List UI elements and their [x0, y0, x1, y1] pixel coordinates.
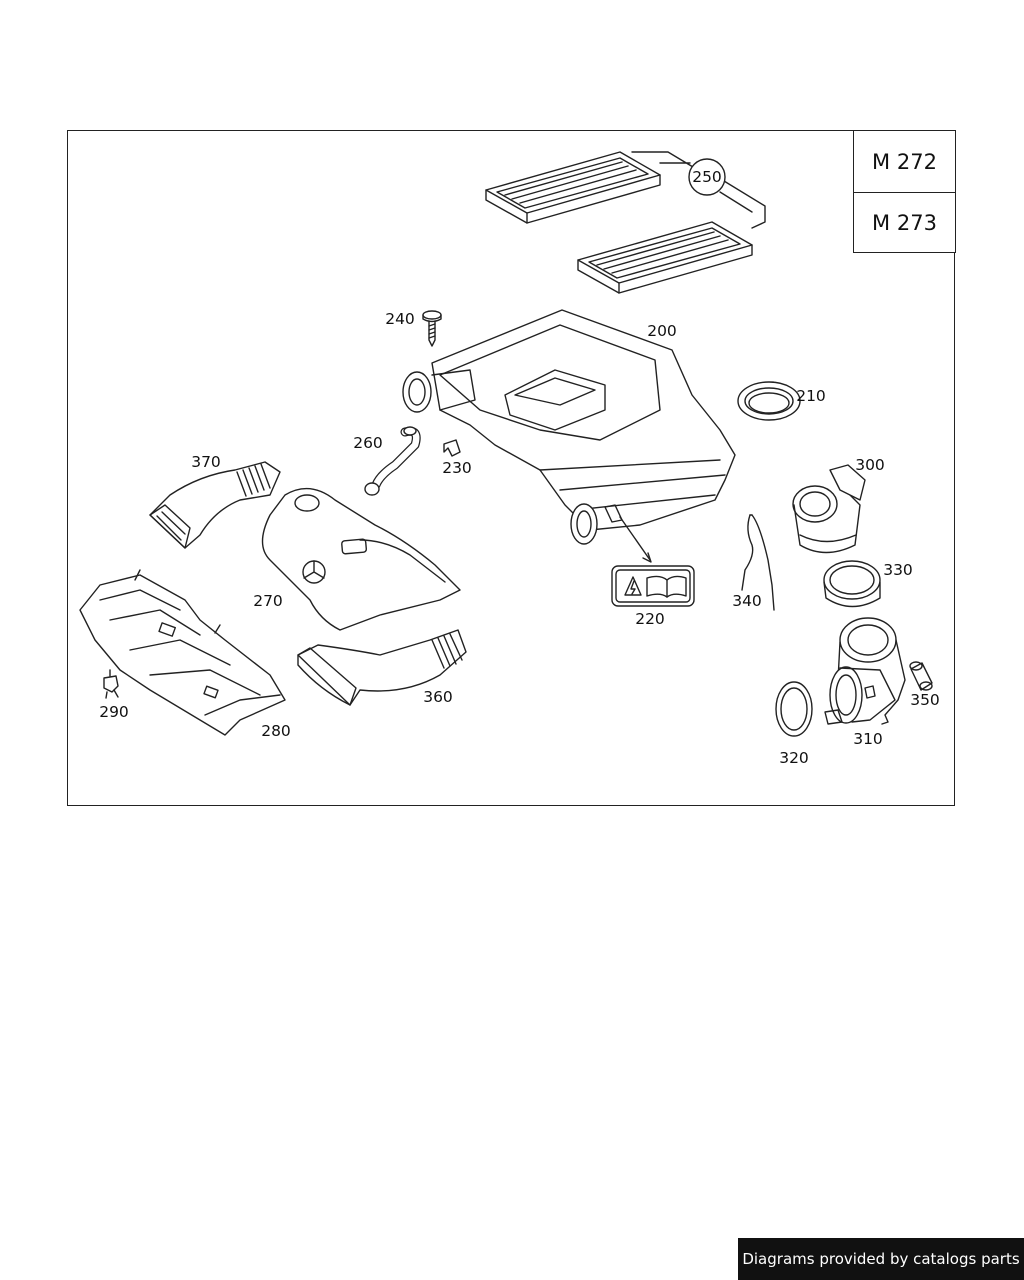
part-label-360[interactable]: 360: [423, 688, 453, 706]
engine-cover-270[interactable]: [261, 487, 461, 631]
part-label-310[interactable]: 310: [853, 730, 883, 748]
part-label-220[interactable]: 220: [635, 610, 665, 628]
throttle-body-310[interactable]: [824, 617, 906, 725]
part-label-370[interactable]: 370: [191, 453, 221, 471]
sensor-wire-340[interactable]: [741, 514, 775, 611]
part-label-300[interactable]: 300: [855, 456, 885, 474]
part-label-290[interactable]: 290: [99, 703, 129, 721]
part-label-280[interactable]: 280: [261, 722, 291, 740]
part-label-260[interactable]: 260: [353, 434, 383, 452]
callout-circle-250: [688, 158, 726, 196]
leader-250: [631, 151, 766, 229]
footer-credit: Diagrams provided by catalogs parts: [738, 1238, 1024, 1280]
part-label-320[interactable]: 320: [779, 749, 809, 767]
sleeve-350[interactable]: [909, 661, 933, 691]
part-label-340[interactable]: 340: [732, 592, 762, 610]
air-filter-housing[interactable]: [402, 309, 736, 545]
air-filter-upper[interactable]: [485, 151, 661, 224]
part-label-270[interactable]: 270: [253, 592, 283, 610]
part-label-200[interactable]: 200: [647, 322, 677, 340]
part-label-330[interactable]: 330: [883, 561, 913, 579]
air-filter-lower[interactable]: [577, 221, 753, 294]
engine-variant-m273: M 273: [872, 210, 937, 235]
air-mass-sensor-300[interactable]: [792, 464, 866, 554]
part-label-240[interactable]: 240: [385, 310, 415, 328]
clamp-ring-330[interactable]: [823, 560, 881, 608]
part-label-230[interactable]: 230: [442, 459, 472, 477]
hose-260[interactable]: [364, 426, 421, 496]
engine-variant-m272: M 272: [854, 131, 955, 193]
engine-variant-table: M 272 M 273: [853, 130, 956, 253]
air-duct-370[interactable]: [149, 461, 281, 549]
seal-ring-210[interactable]: [737, 381, 801, 421]
part-label-250[interactable]: 250: [692, 168, 722, 186]
air-duct-360[interactable]: [297, 629, 467, 706]
screw-240[interactable]: [422, 310, 442, 347]
part-label-350[interactable]: 350: [910, 691, 940, 709]
part-label-210[interactable]: 210: [796, 387, 826, 405]
clip-290[interactable]: [103, 669, 119, 699]
gasket-320[interactable]: [775, 681, 813, 737]
clip-230[interactable]: [443, 439, 461, 457]
bracket-280[interactable]: [79, 569, 286, 736]
warning-label-220[interactable]: [611, 516, 695, 607]
diagram-frame: [67, 130, 955, 806]
